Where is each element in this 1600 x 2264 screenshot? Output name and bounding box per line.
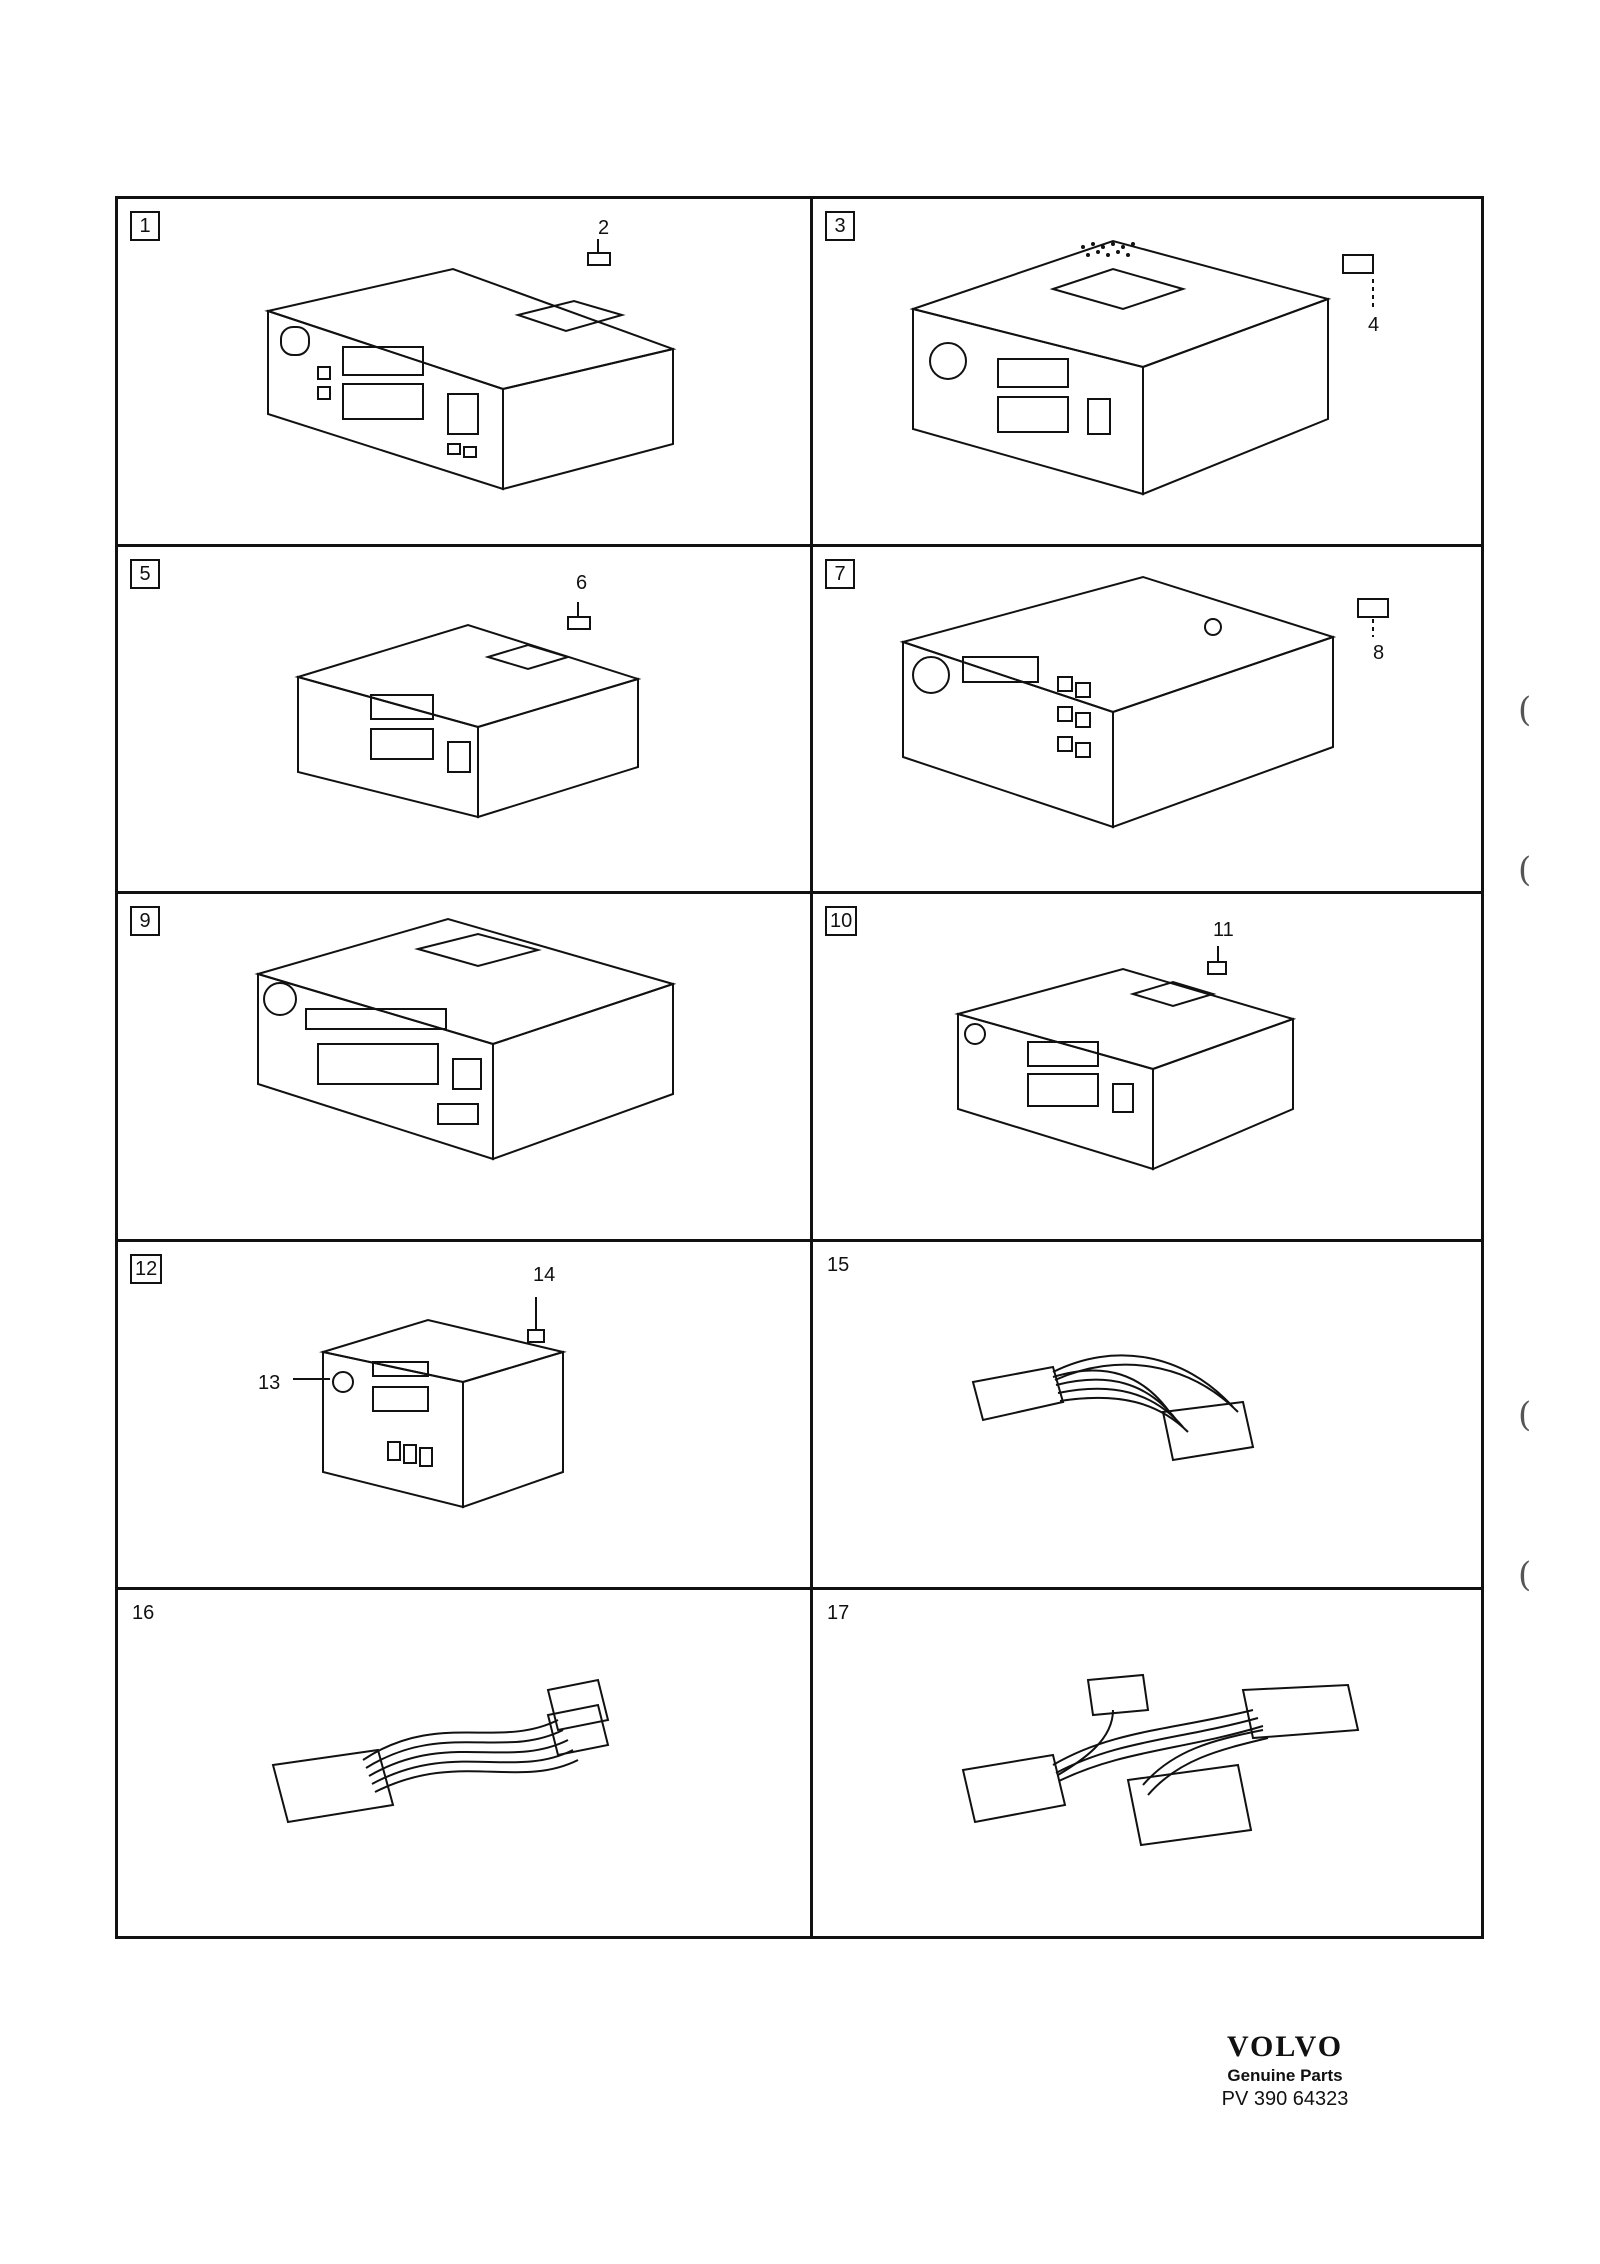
brand-subtitle: Genuine Parts: [1227, 2066, 1343, 2085]
margin-mark: (: [1518, 850, 1532, 890]
radio-unit-illustration: [899, 575, 1389, 829]
radio-unit-illustration: [294, 602, 642, 819]
radio-unit-illustration: [954, 946, 1297, 1171]
radio-unit-illustration: [909, 239, 1374, 496]
item-number: 9: [130, 906, 160, 936]
callout-label: 6: [576, 572, 588, 594]
cell-17[interactable]: 17: [813, 1590, 1493, 1930]
document-code: PV 390 64323: [1221, 2088, 1349, 2110]
radio-unit-illustration: [254, 917, 677, 1161]
grid-vertical-divider: [810, 199, 813, 1936]
cell-1[interactable]: 1 2: [118, 199, 798, 539]
margin-mark: (: [1518, 1395, 1532, 1435]
grid-row-divider: [118, 891, 1481, 894]
cell-5[interactable]: 5 6: [118, 547, 798, 887]
cell-10[interactable]: 10 11: [813, 894, 1493, 1234]
callout-label: 2: [598, 217, 610, 239]
item-number: 10: [825, 906, 858, 936]
item-number: 3: [825, 211, 855, 241]
callout-label: 8: [1373, 642, 1385, 664]
callout-label: 14: [533, 1264, 556, 1286]
cell-3[interactable]: 3 4: [813, 199, 1493, 539]
item-number: 16: [132, 1602, 155, 1624]
brand-logo: VOLVO: [1226, 2030, 1344, 2063]
callout-label: 11: [1213, 919, 1234, 941]
item-number: 1: [130, 211, 160, 241]
callout-label: 4: [1368, 314, 1380, 336]
wiring-harness-illustration: [271, 1678, 610, 1824]
margin-mark: (: [1518, 690, 1532, 730]
grid-row-divider: [118, 544, 1481, 547]
grid-row-divider: [118, 1239, 1481, 1242]
wiring-harness-illustration: [961, 1673, 1360, 1847]
item-number: 17: [827, 1602, 850, 1624]
item-number: 15: [827, 1254, 850, 1276]
callout-label: 13: [258, 1372, 281, 1394]
radio-unit-illustration: [293, 1297, 567, 1509]
item-number: 7: [825, 559, 855, 589]
cell-15[interactable]: 15: [813, 1242, 1493, 1582]
parts-grid: 1 2 3 4: [115, 196, 1484, 1939]
grid-row-divider: [118, 1587, 1481, 1590]
wiring-harness-illustration: [971, 1354, 1255, 1462]
cell-16[interactable]: 16: [118, 1590, 798, 1930]
radio-unit-illustration: [264, 239, 677, 491]
item-number: 5: [130, 559, 160, 589]
item-number: 12: [130, 1254, 163, 1284]
footer-logo-block: VOLVO Genuine Parts PV 390 64323: [1200, 2030, 1370, 2111]
cell-9[interactable]: 9: [118, 894, 798, 1234]
cell-7[interactable]: 7 8: [813, 547, 1493, 887]
margin-mark: (: [1518, 1555, 1532, 1595]
cell-12[interactable]: 12 14 13: [118, 1242, 798, 1582]
